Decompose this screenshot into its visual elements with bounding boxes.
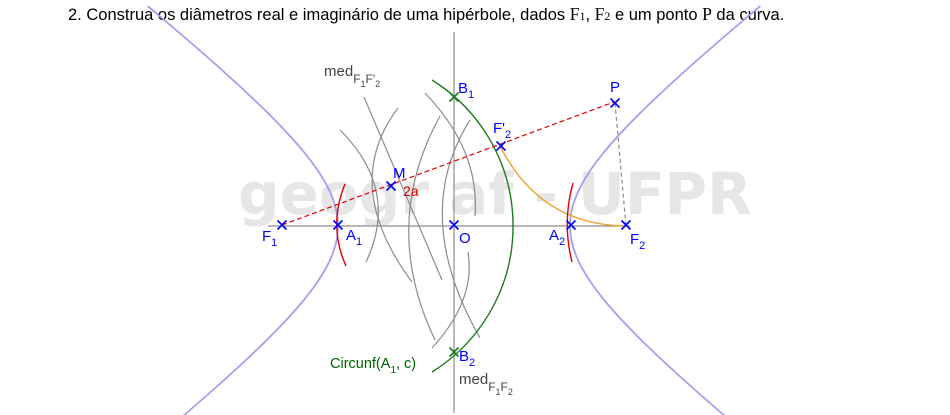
label-f2: F2: [630, 231, 645, 252]
label-med-f1-f2: medF1F2: [459, 371, 513, 397]
construction-arc: [408, 115, 441, 341]
label-p: P: [610, 79, 620, 96]
label-circunf-a1-c: Circunf(A1, c): [330, 356, 416, 376]
marker-o: [448, 219, 460, 231]
label-med-f1-f2prime: medF1F'2: [324, 63, 380, 89]
marker-a2: [565, 219, 577, 231]
problem-comma: ,: [585, 6, 595, 24]
perpendicular-bisector-f1-f2prime: [363, 96, 443, 281]
label-b1: B1: [458, 80, 474, 101]
problem-number: 2.: [68, 6, 82, 24]
label-m: M: [393, 165, 406, 182]
label-b2: B2: [459, 348, 475, 369]
label-f2-prime: F'2: [493, 120, 511, 141]
symbol-f2: F: [594, 4, 605, 24]
label-a1: A1: [346, 227, 362, 248]
construction-arc: [424, 92, 477, 217]
problem-text-start: Construa os diâmetros real e imaginário …: [86, 6, 570, 24]
marker-p: [609, 97, 621, 109]
label-2a: 2a: [403, 183, 419, 199]
symbol-p: P: [702, 4, 712, 24]
label-o: O: [459, 230, 471, 247]
problem-text-mid: e um ponto: [610, 6, 703, 24]
label-a2: A2: [549, 227, 565, 248]
marker-f1: [276, 219, 288, 231]
symbol-f1: F: [569, 4, 580, 24]
construction-arc: [441, 119, 481, 339]
arc-f2prime-to-f2: [499, 145, 627, 227]
marker-a1: [332, 219, 344, 231]
construction-arc: [431, 251, 470, 349]
marker-b2: [448, 346, 460, 358]
construction-arc: [371, 107, 413, 283]
marker-b1: [448, 91, 460, 103]
problem-statement: 2. Construa os diâmetros real e imaginár…: [68, 4, 784, 25]
watermark-text: geogr af - UFPR: [238, 160, 752, 228]
marker-m: [385, 180, 397, 192]
marker-f2: [620, 219, 632, 231]
construction-arc: [339, 129, 379, 263]
label-f1: F1: [262, 228, 277, 249]
line-f1-to-p: [281, 101, 615, 226]
symbol-f2-sub: 2: [604, 9, 611, 23]
symbol-f1-sub: 1: [579, 9, 586, 23]
circle-a1-c-arc: [431, 79, 514, 373]
marker-f2-prime: [495, 140, 507, 152]
